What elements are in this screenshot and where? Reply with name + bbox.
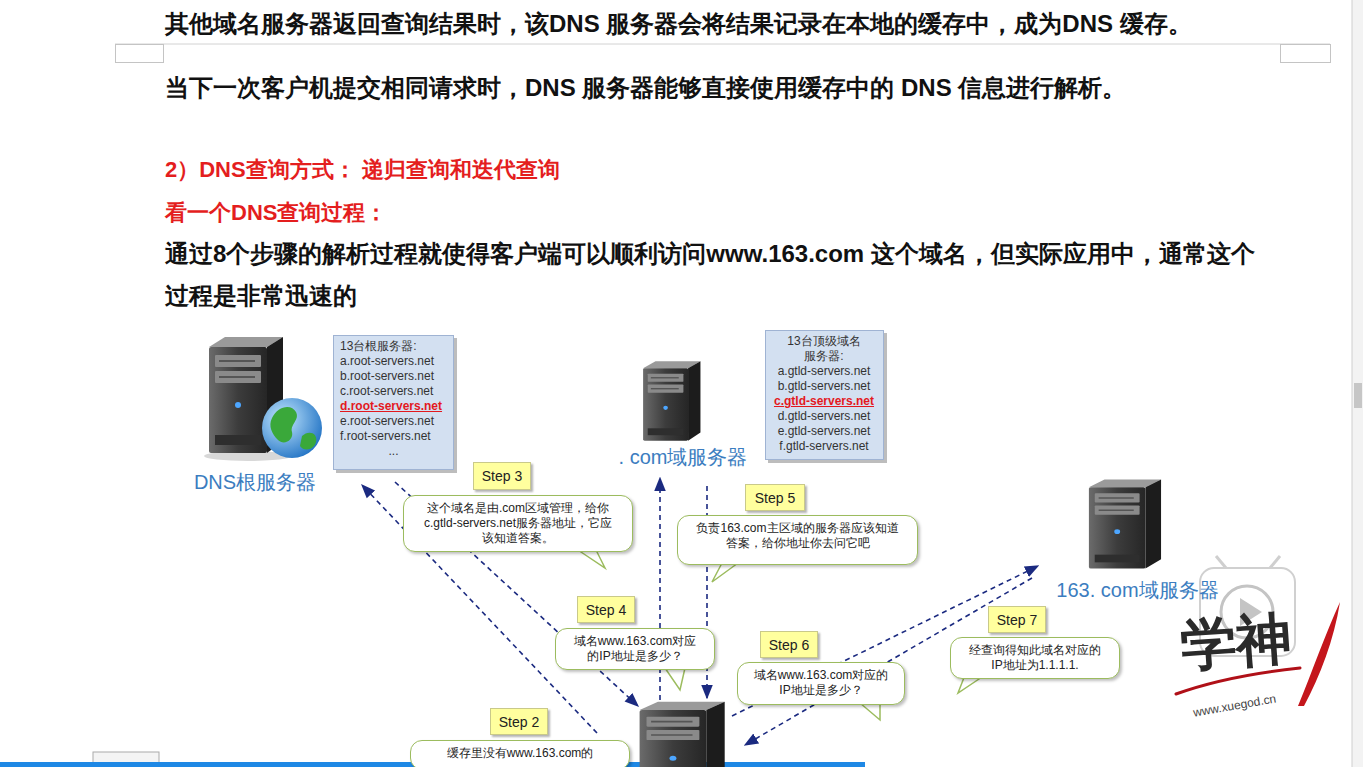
step-number: Step 2 — [499, 714, 539, 730]
scrollbar-track — [1352, 0, 1363, 767]
bubble-text: 负责163.com主区域的服务器应该知道答案，给你地址你去问它吧 — [692, 521, 903, 551]
step-tag: Step 7 — [988, 606, 1046, 633]
step-number: Step 6 — [769, 637, 809, 653]
step-tag: Step 2 — [490, 708, 548, 735]
body-text: 通过8个步骤的解析过程就使得客户端可以顺利访问www.163.com 这个域名，… — [165, 233, 1345, 317]
server-list-item: d.root-servers.net — [340, 399, 442, 414]
globe-land — [270, 407, 297, 443]
speech-bubble: 域名www.163.com对应的IP地址是多少？ — [737, 662, 905, 705]
watermark-logo-text: 学神 — [1178, 606, 1294, 678]
step-tag: Step 3 — [473, 462, 531, 490]
server-icon — [643, 361, 700, 440]
server-list-item: f.gtld-servers.net — [779, 439, 868, 454]
bubble-text: 经查询得知此域名对应的IP地址为1.1.1.1. — [965, 643, 1105, 673]
server-name: . com域服务器 — [619, 444, 748, 470]
watermark-url: www.xuegod.cn — [1192, 691, 1277, 719]
bubble-tail — [665, 668, 685, 690]
server-list-box: 13台根服务器:a.root-servers.netb.root-servers… — [333, 335, 454, 470]
server-name: 163. com域服务器 — [1056, 577, 1218, 603]
speech-bubble: 缓存里没有www.163.com的 — [410, 740, 630, 767]
step-tag: Step 4 — [577, 596, 635, 623]
server-list-item: c.gtld-servers.net — [774, 394, 874, 409]
step-tag: Step 6 — [760, 631, 818, 658]
server-label-group: DNS根服务器 — [180, 330, 330, 495]
bubble-text: 域名www.163.com对应的IP地址是多少？ — [752, 668, 890, 698]
server-list-item: a.root-servers.net — [340, 354, 434, 369]
page-edge — [115, 44, 1330, 45]
bubble-text: 这个域名是由.com区域管理，给你c.gtld-servers.net服务器地址… — [418, 501, 618, 546]
server-list-item: 13台顶级域名 服务器: — [784, 334, 864, 364]
section-heading: 2）DNS查询方式： 递归查询和迭代查询 — [165, 155, 560, 185]
bubble-tail — [712, 563, 738, 582]
server-icon — [1089, 480, 1161, 569]
tv-ear — [1270, 556, 1280, 568]
server-list-item: f.root-servers.net — [340, 429, 431, 444]
step-tag: Step 5 — [745, 484, 805, 511]
page-corner-mark — [1281, 45, 1331, 63]
server-label-group: 163. com域服务器 — [1040, 475, 1235, 603]
server-name: DNS根服务器 — [194, 469, 316, 495]
feather-brush — [1298, 602, 1340, 706]
tv-ear — [1216, 556, 1226, 568]
server-list-item: e.root-servers.net — [340, 414, 434, 429]
watermark-logo — [1176, 556, 1340, 706]
scrollbar-thumb — [1354, 383, 1362, 408]
server-list-item: 13台根服务器: — [340, 339, 417, 354]
server-list-item: e.gtld-servers.net — [778, 424, 871, 439]
server-icon — [640, 702, 725, 767]
bubble-tail — [860, 703, 880, 720]
server-list-item: ... — [388, 444, 398, 459]
query-arrows — [362, 478, 1038, 745]
server-list-box: 13台顶级域名 服务器:a.gtld-servers.netb.gtld-ser… — [765, 330, 884, 460]
scrollbar-edge — [1352, 0, 1353, 767]
server-list-item: b.gtld-servers.net — [778, 379, 871, 394]
bubble-text: 缓存里没有www.163.com的 — [425, 746, 615, 761]
server-list-item: a.gtld-servers.net — [778, 364, 871, 379]
section-heading: 看一个DNS查询过程： — [165, 198, 387, 228]
speech-bubble: 经查询得知此域名对应的IP地址为1.1.1.1. — [950, 637, 1120, 679]
speech-bubble: 负责163.com主区域的服务器应该知道答案，给你地址你去问它吧 — [677, 515, 918, 565]
server-list-item: d.gtld-servers.net — [778, 409, 871, 424]
server-label-group: . com域服务器 — [598, 355, 768, 470]
dashed-arrow — [395, 482, 638, 706]
server-list-item: b.root-servers.net — [340, 369, 434, 384]
globe-icon — [262, 398, 322, 458]
speech-bubble: 这个域名是由.com区域管理，给你c.gtld-servers.net服务器地址… — [403, 495, 633, 552]
body-text: 当下一次客户机提交相同请求时，DNS 服务器能够直接使用缓存中的 DNS 信息进… — [165, 67, 1126, 109]
server-list-item: c.root-servers.net — [340, 384, 433, 399]
body-text: 其他域名服务器返回查询结果时，该DNS 服务器会将结果记录在本地的缓存中，成为D… — [165, 3, 1192, 45]
step-number: Step 4 — [586, 602, 626, 618]
globe-land — [300, 433, 316, 450]
step-number: Step 5 — [755, 490, 795, 506]
step-number: Step 3 — [482, 468, 522, 484]
page-corner-mark — [116, 45, 164, 63]
speech-bubble: 域名www.163.com对应的IP地址是多少？ — [555, 628, 715, 670]
bubble-text: 域名www.163.com对应的IP地址是多少？ — [570, 634, 700, 664]
step-number: Step 7 — [997, 612, 1037, 628]
